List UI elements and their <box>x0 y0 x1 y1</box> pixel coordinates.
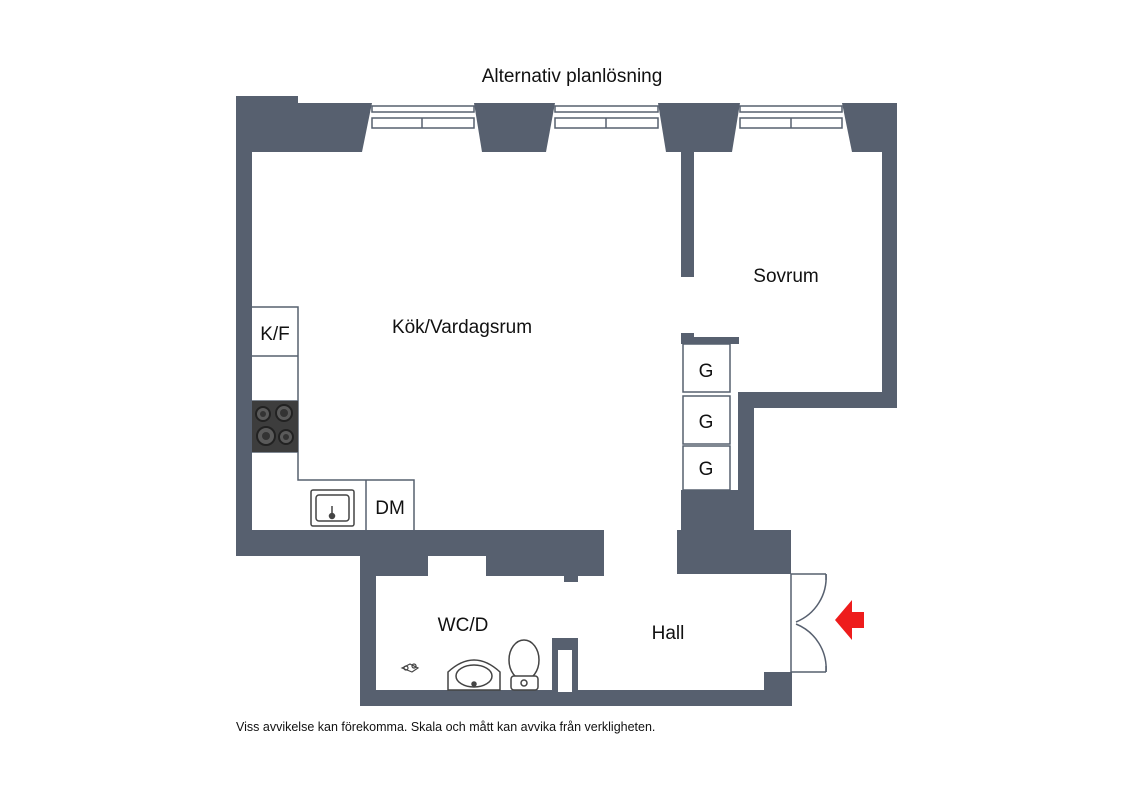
svg-text:DM: DM <box>375 498 405 519</box>
sink-icon <box>310 489 355 527</box>
windows <box>371 105 843 129</box>
room-label-bedroom: Sovrum <box>753 266 818 287</box>
wardrobe-2: G <box>699 412 714 433</box>
svg-text:K/F: K/F <box>260 324 290 345</box>
toilet-icon <box>508 639 540 691</box>
room-label-hall: Hall <box>652 623 685 644</box>
floor-drain-icon <box>400 663 420 673</box>
wardrobe-3: G <box>699 459 714 480</box>
plan-title: Alternativ planlösning <box>482 66 663 87</box>
red-arrow-left-icon <box>835 600 864 640</box>
room-label-kitchen-living: Kök/Vardagsrum <box>392 317 532 338</box>
stove-icon <box>252 401 298 452</box>
room-label-bathroom: WC/D <box>438 615 489 636</box>
fridge-freezer: K/F <box>260 324 290 345</box>
disclaimer: Viss avvikelse kan förekomma. Skala och … <box>236 720 655 734</box>
wardrobes <box>682 343 731 491</box>
walls <box>236 96 897 706</box>
wardrobe-1: G <box>699 361 714 382</box>
dishwasher: DM <box>375 498 405 519</box>
entrance-door <box>790 573 827 673</box>
washbasin-icon <box>447 659 501 691</box>
